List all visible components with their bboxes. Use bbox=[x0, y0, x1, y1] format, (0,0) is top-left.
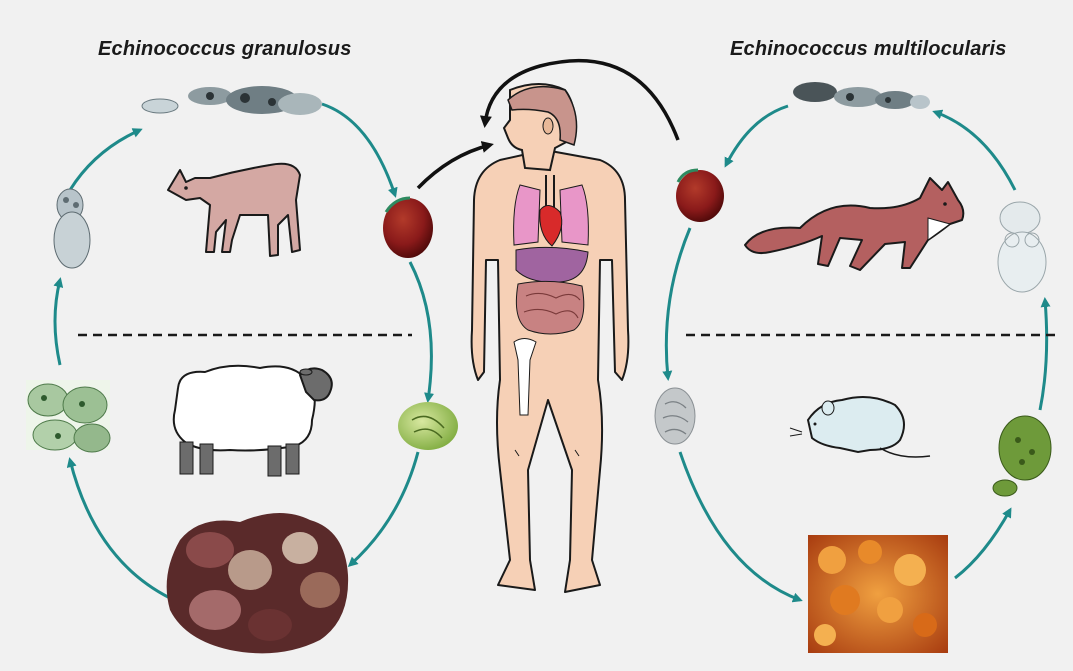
arrow-egg-to-oncosphere-left bbox=[410, 262, 431, 400]
alveolar-cyst-right bbox=[808, 535, 948, 653]
right-cycle bbox=[655, 82, 1060, 653]
protoscolices-left bbox=[26, 380, 110, 452]
arrow-oncosphere-to-cyst-right bbox=[680, 452, 800, 600]
sheep-icon bbox=[174, 366, 332, 476]
arrow-oncosphere-to-cyst-left bbox=[350, 452, 418, 565]
egg-right bbox=[676, 170, 724, 222]
egg-left bbox=[383, 198, 433, 258]
adult-worm-right bbox=[793, 82, 930, 109]
left-cycle bbox=[26, 86, 458, 653]
scolex-right bbox=[998, 202, 1046, 292]
arrow-protoscolex-to-scolex-right bbox=[1040, 300, 1047, 410]
arrow-scolex-to-worm-right bbox=[935, 112, 1015, 190]
rodent-icon bbox=[790, 397, 930, 457]
hydatid-cyst-left bbox=[167, 513, 348, 653]
arrow-egg-to-oncosphere-right bbox=[666, 228, 690, 378]
protoscolex-right bbox=[993, 416, 1051, 496]
adult-worm-left bbox=[142, 86, 322, 115]
arrow-protoscolices-to-scolex-left bbox=[55, 280, 60, 365]
human-icon bbox=[472, 84, 629, 592]
arrow-worm-to-egg-right bbox=[726, 106, 788, 165]
arrow-worm-to-egg-left bbox=[322, 104, 395, 195]
oncosphere-left bbox=[398, 402, 458, 450]
scolex-left bbox=[54, 189, 90, 268]
arrow-scolex-to-worm-left bbox=[70, 130, 140, 190]
arrow-cyst-to-protoscolices-left bbox=[70, 460, 170, 598]
fox-icon bbox=[745, 178, 963, 270]
dog-icon bbox=[168, 164, 300, 256]
arrow-cyst-to-protoscolex-right bbox=[955, 510, 1010, 578]
oncosphere-right bbox=[655, 388, 695, 444]
